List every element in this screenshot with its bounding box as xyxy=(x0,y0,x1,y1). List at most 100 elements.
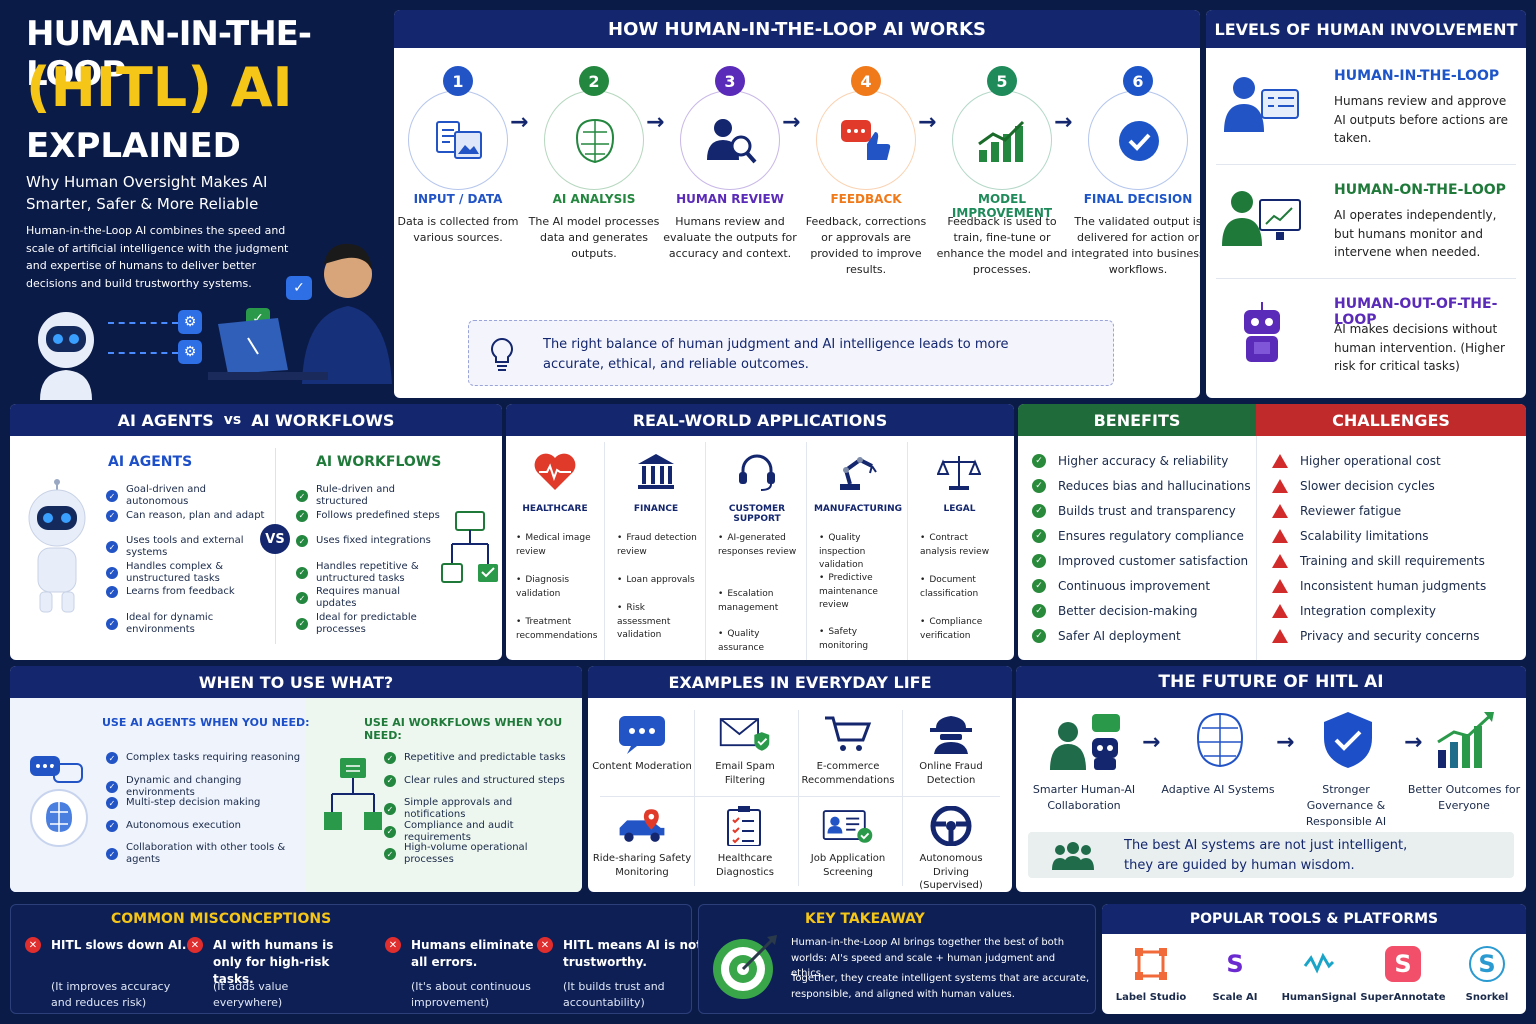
clipboard-icon xyxy=(717,806,773,846)
tool-item[interactable]: HumanSignal xyxy=(1274,946,1364,1003)
check-icon: ✓ xyxy=(106,541,118,553)
application-item: •Contract analysis review xyxy=(920,532,1004,559)
shopping-cart-icon xyxy=(820,714,876,754)
example-label: E-commerce Recommendations xyxy=(801,761,895,786)
warning-icon xyxy=(1272,554,1288,568)
warning-icon xyxy=(1272,454,1288,468)
applications-heading: REAL-WORLD APPLICATIONS xyxy=(506,404,1014,436)
check-icon: ✓ xyxy=(1032,554,1046,568)
step-description: The AI model processes data and generate… xyxy=(528,215,660,260)
step-circle xyxy=(952,90,1052,190)
application-item: •Safety monitoring xyxy=(819,626,903,653)
tool-item[interactable]: S Snorkel xyxy=(1442,946,1526,1003)
list-item-text: Repetitive and predictable tasks xyxy=(404,752,566,763)
tool-item[interactable]: S Scale AI xyxy=(1190,946,1280,1003)
snorkel-logo: S xyxy=(1469,946,1505,982)
future-heading: THE FUTURE OF HITL AI xyxy=(1016,666,1526,698)
warning-icon xyxy=(1272,604,1288,618)
check-icon: ✓ xyxy=(106,819,118,832)
person-monitor-icon xyxy=(1222,186,1302,254)
list-item-text: Ideal for dynamic environments xyxy=(126,611,214,635)
application-column: MANUFACTURING xyxy=(809,442,908,660)
step-circle xyxy=(680,90,780,190)
list-item-text: Simple approvals and notifications xyxy=(404,797,513,820)
check-icon: ✓ xyxy=(384,848,396,860)
tool-name: Label Studio xyxy=(1115,992,1187,1003)
application-item: •Medical image review xyxy=(516,532,600,559)
list-item: ✓Uses tools and external systems xyxy=(106,535,268,559)
check-icon: ✓ xyxy=(106,848,118,860)
check-icon: ✓ xyxy=(296,617,308,630)
challenge-item: Privacy and security concerns xyxy=(1272,629,1479,643)
takeaway-paragraph-1: Human-in-the-Loop AI brings together the… xyxy=(791,937,1065,979)
bullet: • xyxy=(617,533,623,543)
network-line xyxy=(108,322,178,324)
benefit-text: Continuous improvement xyxy=(1058,579,1211,593)
level-divider xyxy=(1216,278,1516,279)
challenge-text: Integration complexity xyxy=(1300,604,1436,618)
agents-vs-workflows-heading: AI AGENTS vs AI WORKFLOWS xyxy=(10,404,502,436)
step-input-data-icon xyxy=(429,116,489,170)
benefit-item: ✓Improved customer satisfaction xyxy=(1032,554,1248,568)
application-item: •AI-generated responses review xyxy=(718,532,802,559)
misconception-item: ✕HITL means AI is not trustworthy.(It bu… xyxy=(537,937,703,1011)
check-icon: ✓ xyxy=(1032,454,1046,468)
check-icon: ✓ xyxy=(1032,504,1046,518)
example-label: Content Moderation xyxy=(592,761,692,772)
balance-note-box: The right balance of human judgment and … xyxy=(468,320,1114,386)
list-item-text: Handles repetitive & untructured tasks xyxy=(316,560,419,584)
agents-vs-workflows-panel: AI AGENTS vs AI WORKFLOWS AI AGENTS VS A… xyxy=(10,404,502,660)
list-item: ✓Handles complex & unstructured tasks xyxy=(106,561,268,585)
bullet: • xyxy=(718,629,724,639)
list-item-text: Rule-driven and structured xyxy=(316,484,396,507)
list-item: ✓Ideal for predictable processes xyxy=(296,612,442,636)
tool-name: SuperAnnotate xyxy=(1360,992,1446,1003)
step-number: 5 xyxy=(987,66,1017,96)
arrow-right-icon: → xyxy=(1142,730,1161,755)
takeaway-panel: KEY TAKEAWAY Human-in-the-Loop AI brings… xyxy=(698,904,1096,1014)
examples-col-divider xyxy=(694,710,695,886)
manufacturing-icon xyxy=(836,452,880,496)
lightbulb-icon xyxy=(485,333,519,377)
step-model-improvement-icon xyxy=(973,116,1033,170)
list-item: ✓Dynamic and changing environments xyxy=(106,775,302,799)
hero-title-line2: (HITL) AI xyxy=(26,56,293,119)
list-item-text: Multi-step decision making xyxy=(126,797,261,808)
tool-name: Scale AI xyxy=(1212,992,1258,1003)
hero-description: Human-in-the-Loop AI combines the speed … xyxy=(26,224,289,290)
check-icon: ✓ xyxy=(106,490,118,502)
tool-item[interactable]: Label Studio xyxy=(1106,946,1196,1003)
benefit-text: Ensures regulatory compliance xyxy=(1058,529,1244,543)
check-icon: ✓ xyxy=(1032,629,1046,643)
challenge-item: Inconsistent human judgments xyxy=(1272,579,1486,593)
benefit-item: ✓ Builds trust and transparency xyxy=(1032,504,1236,518)
future-step-label: Better Outcomes for Everyone xyxy=(1407,783,1521,812)
hero: HUMAN-IN-THE-LOOP (HITL) AI EXPLAINED Wh… xyxy=(0,0,392,400)
when-workflows-title: USE AI WORKFLOWS WHEN YOU NEED: xyxy=(364,716,563,742)
tool-name: Snorkel xyxy=(1465,992,1509,1003)
x-circle-icon: ✕ xyxy=(537,937,553,953)
challenge-text: Scalability limitations xyxy=(1300,529,1429,543)
scale-ai-logo: S xyxy=(1226,950,1244,978)
challenge-item: Higher operational cost xyxy=(1272,454,1441,468)
check-icon: ✓ xyxy=(1032,529,1046,543)
application-column: FINANCE xyxy=(607,442,706,660)
challenge-text: Reviewer fatigue xyxy=(1300,504,1402,518)
bullet: • xyxy=(617,575,623,585)
misconceptions-panel: COMMON MISCONCEPTIONS ✕HITL slows down A… xyxy=(10,904,702,1014)
misconception-title: Humans eliminate all errors. xyxy=(411,938,534,969)
example-label: Job Application Screening xyxy=(810,853,886,878)
levels-heading: LEVELS OF HUMAN INVOLVEMENT xyxy=(1206,10,1526,48)
benefit-item: ✓Continuous improvement xyxy=(1032,579,1210,593)
future-quote-box: The best AI systems are not just intelli… xyxy=(1028,832,1514,878)
detective-icon xyxy=(923,714,979,754)
example-label: Email Spam Filtering xyxy=(715,761,775,786)
list-item-text: Collaboration with other tools & agents xyxy=(126,842,286,865)
benefit-text: Builds trust and transparency xyxy=(1058,504,1236,518)
check-icon: ✓ xyxy=(1032,604,1046,618)
example-label: Autonomous Driving (Supervised) xyxy=(919,853,983,891)
list-item-text: Complex tasks requiring reasoning xyxy=(126,752,301,763)
list-item: ✓Autonomous execution xyxy=(106,819,302,832)
